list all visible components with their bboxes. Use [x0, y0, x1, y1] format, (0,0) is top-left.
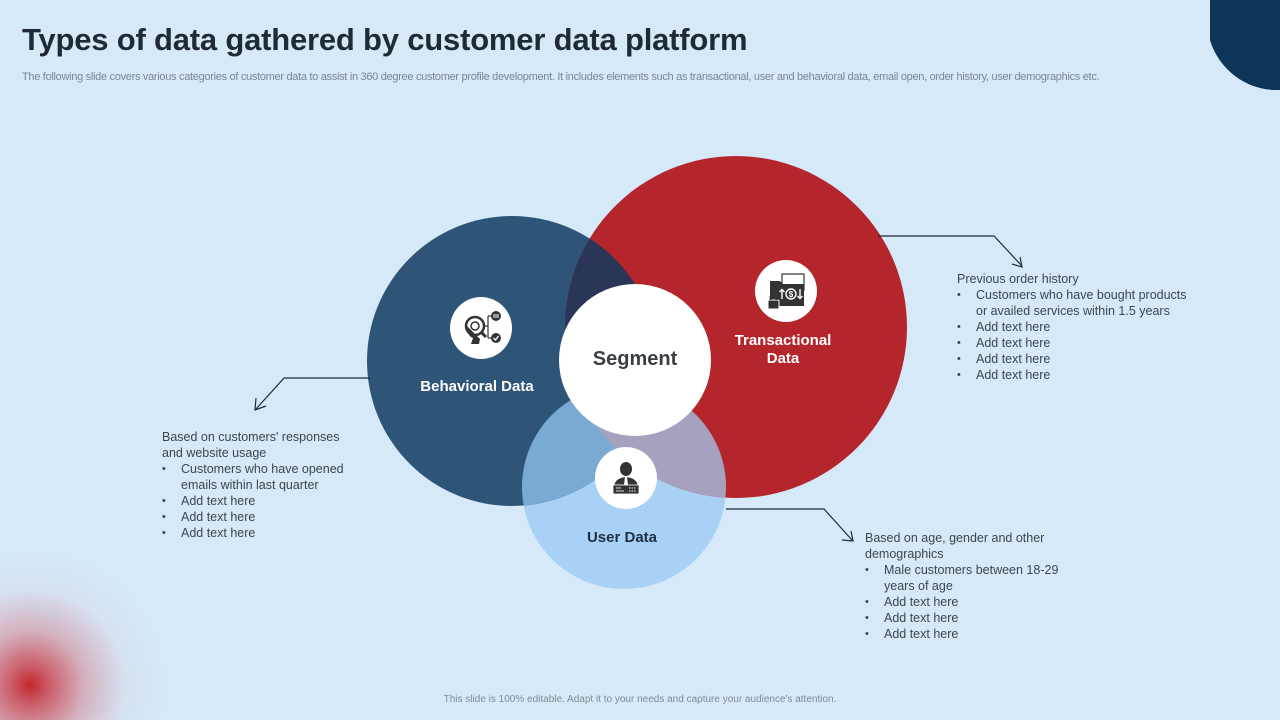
behavioral-icon-badge — [450, 297, 512, 359]
transactional-label-line-1: Transactional — [734, 332, 832, 349]
transactional-note: Previous order history Customers who hav… — [957, 271, 1192, 383]
connector-transactional-arrowhead — [1011, 256, 1023, 268]
behavior-analysis-icon — [464, 311, 501, 344]
connector-transactional — [878, 235, 1023, 267]
transactional-label: Transactional Data — [713, 332, 853, 368]
transactional-icon-badge: $ — [755, 260, 817, 322]
user-label: User Data — [586, 529, 658, 546]
list-item: Add text here — [162, 493, 362, 509]
transactional-note-list: Customers who have bought products or av… — [957, 287, 1192, 383]
behavioral-note: Based on customers' responses and websit… — [162, 429, 362, 541]
decorative-corner-circle — [1210, 0, 1280, 90]
list-item: Customers who have opened emails within … — [162, 461, 362, 493]
list-item: Customers who have bought products or av… — [957, 287, 1192, 319]
list-item: Add text here — [957, 335, 1192, 351]
segment-circle[interactable] — [559, 284, 711, 436]
user-note-intro: Based on age, gender and other demograph… — [865, 531, 1045, 561]
user-note-list: Male customers between 18-29 years of ag… — [865, 562, 1080, 642]
list-item: Add text here — [957, 367, 1192, 383]
list-item: Add text here — [162, 509, 362, 525]
list-item: Add text here — [162, 525, 362, 541]
footer-note: This slide is 100% editable. Adapt it to… — [443, 694, 837, 705]
connector-behavioral — [255, 377, 370, 410]
list-item: Add text here — [865, 610, 1080, 626]
user-note: Based on age, gender and other demograph… — [865, 530, 1080, 642]
segment-label: Segment — [592, 348, 678, 370]
decorative-red-glow — [0, 540, 200, 720]
list-item: Add text here — [865, 594, 1080, 610]
businessman-icon — [612, 462, 640, 495]
behavioral-label: Behavioral Data — [420, 378, 534, 395]
page-subtitle: The following slide covers various categ… — [22, 71, 1100, 83]
list-item: Male customers between 18-29 years of ag… — [865, 562, 1080, 594]
connector-user-arrowhead — [841, 530, 854, 542]
svg-text:$: $ — [789, 290, 794, 299]
connector-behavioral-arrowhead — [254, 397, 267, 411]
transactional-note-intro: Previous order history — [957, 272, 1079, 286]
list-item: Add text here — [957, 319, 1192, 335]
user-icon-badge — [595, 447, 657, 509]
behavioral-note-list: Customers who have opened emails within … — [162, 461, 362, 541]
secure-payment-folder-icon: $ — [767, 273, 805, 310]
page-title: Types of data gathered by customer data … — [22, 22, 748, 57]
list-item: Add text here — [865, 626, 1080, 642]
list-item: Add text here — [957, 351, 1192, 367]
connector-user — [726, 508, 853, 541]
behavioral-note-intro: Based on customers' responses and websit… — [162, 430, 340, 460]
transactional-label-line-2: Data — [766, 350, 800, 367]
